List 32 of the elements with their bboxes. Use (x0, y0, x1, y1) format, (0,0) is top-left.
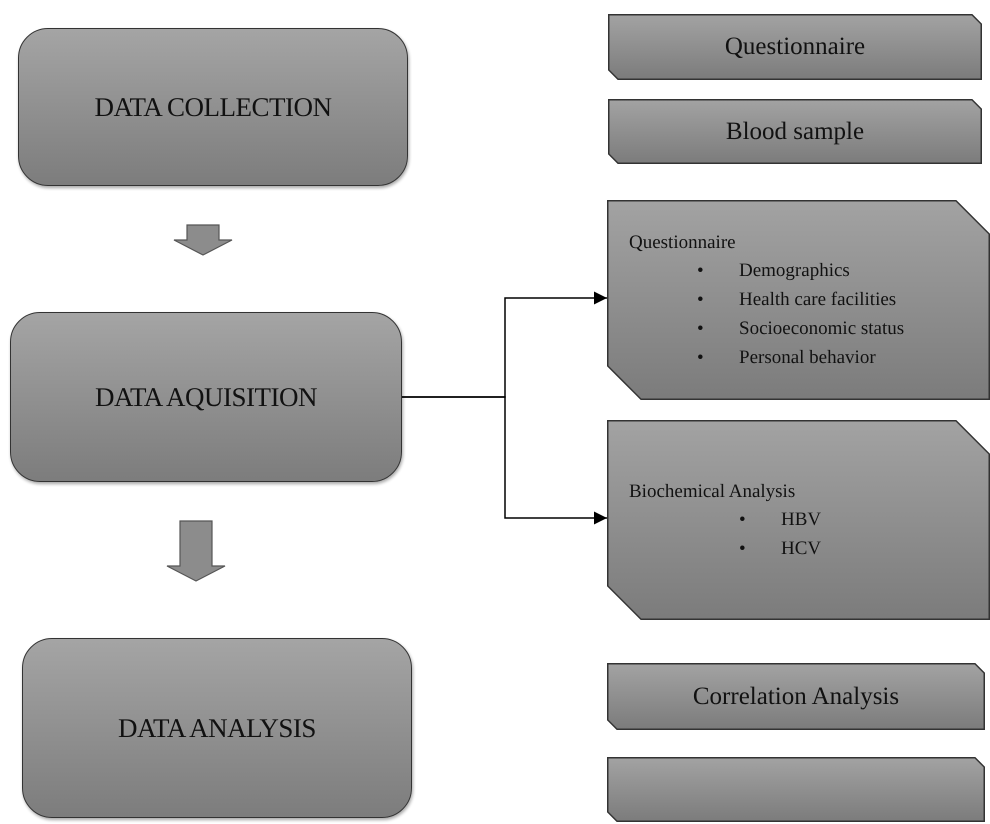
snipped-corner-box (608, 99, 982, 164)
bullet-mark: • (697, 288, 705, 312)
bullet-item: Socioeconomic status (739, 316, 904, 340)
list-heading: Biochemical Analysis (629, 480, 796, 504)
bullet-mark: • (697, 316, 705, 340)
snipped-corner-box (607, 200, 990, 400)
bullet-mark: • (739, 536, 747, 560)
block-arrow (173, 224, 233, 256)
bullet-mark: • (739, 508, 747, 532)
snipped-corner-box (607, 663, 985, 730)
node-label: Correlation Analysis (692, 682, 900, 710)
bullet-item: HCV (781, 536, 822, 560)
node-label: DATA COLLECTION (94, 92, 332, 122)
bullet-mark: • (697, 346, 705, 370)
rounded-process-box (22, 638, 412, 818)
block-arrow (166, 520, 226, 582)
bullet-mark: • (697, 258, 705, 282)
bullet-item: Demographics (739, 258, 850, 282)
node-label: DATA ANALYSIS (118, 712, 316, 744)
node-label: Questionnaire (724, 33, 866, 61)
bullet-item: Health care facilities (739, 288, 896, 312)
snipped-corner-box (607, 420, 990, 620)
list-heading: Questionnaire (629, 230, 736, 254)
node-label: Blood sample (726, 118, 864, 146)
bullet-item: Personal behavior (739, 346, 876, 370)
snipped-corner-box (607, 757, 985, 822)
arrow (402, 396, 607, 524)
rounded-process-box (10, 312, 402, 482)
snipped-corner-box (608, 14, 982, 80)
rounded-process-box (18, 28, 408, 186)
bullet-item: HBV (781, 508, 822, 532)
node-label: DATA AQUISITION (94, 382, 318, 412)
